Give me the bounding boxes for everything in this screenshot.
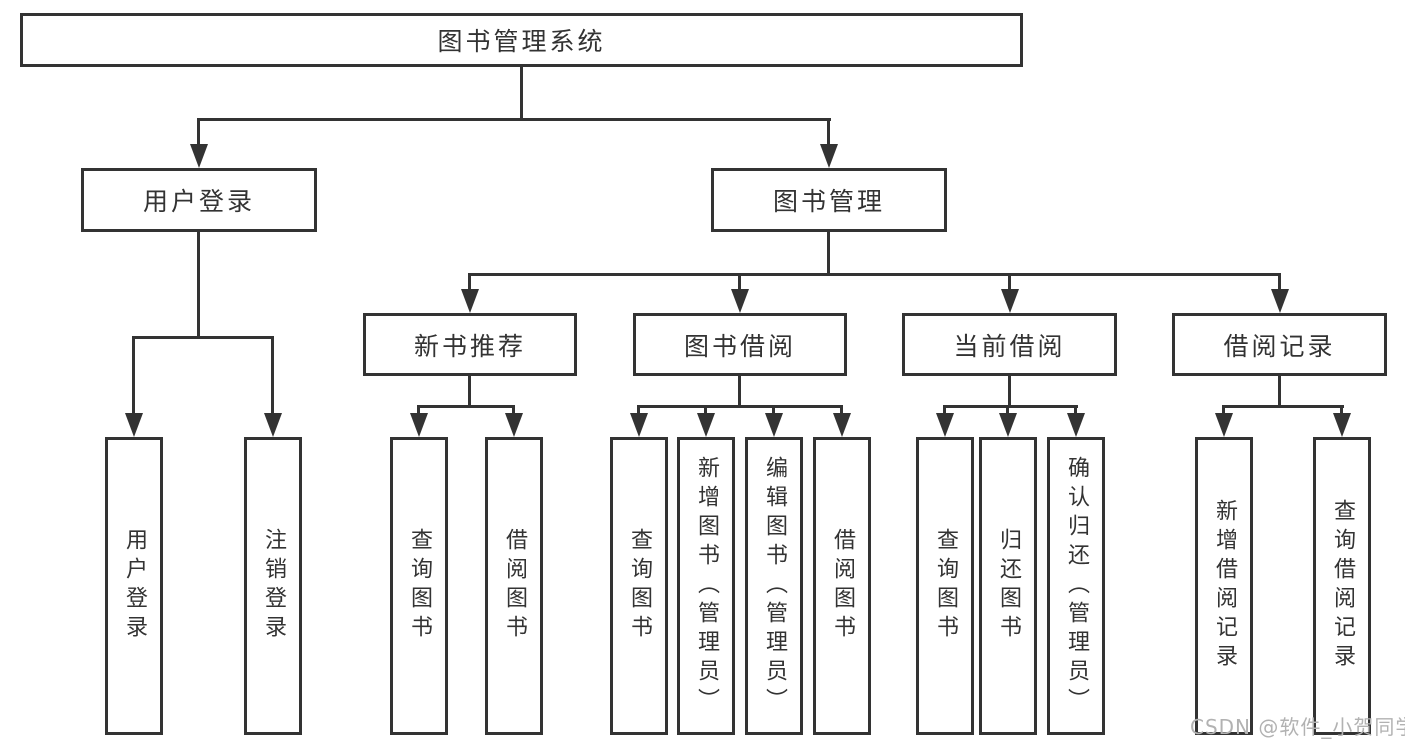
leaf-add-books-admin: 新增图书（管理员）	[677, 437, 735, 735]
drop-line-leaf	[840, 405, 843, 419]
connector-branch-level1	[197, 118, 831, 121]
drop-line-leaf	[772, 405, 775, 419]
connector-trunk-user-login	[197, 232, 200, 336]
leaf-query-books-borrowing: 查询图书	[610, 437, 668, 735]
drop-line-leaf	[1222, 405, 1225, 419]
node-library-system: 图书管理系统	[20, 13, 1023, 67]
connector-branch-new-book-rec	[417, 405, 515, 408]
drop-line-book-mgmt	[827, 118, 830, 150]
leaf-query-books-current: 查询图书	[916, 437, 974, 735]
arrowhead-down	[630, 413, 648, 437]
watermark: CSDN @软件_小贺同学	[1190, 715, 1405, 739]
drop-line-leaf	[637, 405, 640, 419]
arrowhead-down	[264, 413, 282, 437]
arrowhead-down	[1067, 413, 1085, 437]
drop-line-leaf	[417, 405, 420, 419]
arrowhead-down	[410, 413, 428, 437]
drop-line-new-book-rec	[468, 273, 471, 295]
drop-line-leaf	[704, 405, 707, 419]
arrowhead-down	[820, 144, 838, 168]
node-book-management: 图书管理	[711, 168, 947, 232]
connector-trunk-current-borrow	[1008, 376, 1011, 405]
connector-trunk-borrow-record	[1278, 376, 1281, 405]
drop-line-leaf	[271, 336, 274, 419]
node-borrow-records: 借阅记录	[1172, 313, 1387, 376]
leaf-return-books: 归还图书	[979, 437, 1037, 735]
leaf-logout: 注销登录	[244, 437, 302, 735]
drop-line-user-login	[197, 118, 200, 150]
leaf-add-borrow-record: 新增借阅记录	[1195, 437, 1253, 735]
drop-line-leaf	[1074, 405, 1077, 419]
node-current-borrowing: 当前借阅	[902, 313, 1117, 376]
leaf-query-books-recommend: 查询图书	[390, 437, 448, 735]
arrowhead-down	[1271, 289, 1289, 313]
arrowhead-down	[125, 413, 143, 437]
leaf-edit-books-admin: 编辑图书（管理员）	[745, 437, 803, 735]
leaf-confirm-return-admin: 确认归还（管理员）	[1047, 437, 1105, 735]
drop-line-leaf	[1340, 405, 1343, 419]
drop-line-borrow-record	[1278, 273, 1281, 295]
node-new-book-recommend: 新书推荐	[363, 313, 577, 376]
arrowhead-down	[1001, 289, 1019, 313]
leaf-borrow-books-recommend: 借阅图书	[485, 437, 543, 735]
connector-trunk-new-book-rec	[468, 376, 471, 405]
drop-line-leaf	[132, 336, 135, 419]
connector-trunk-book-borrow	[738, 376, 741, 405]
connector-branch-borrow-record	[1222, 405, 1344, 408]
connector-branch-level2	[468, 273, 1281, 276]
connector-branch-user-login	[132, 336, 274, 339]
connector-trunk-book-mgmt	[827, 232, 830, 273]
node-user-login: 用户登录	[81, 168, 317, 232]
arrowhead-down	[697, 413, 715, 437]
connector-trunk-root	[520, 67, 523, 118]
arrowhead-down	[765, 413, 783, 437]
drop-line-book-borrow	[738, 273, 741, 295]
drop-line-current-borrow	[1008, 273, 1011, 295]
arrowhead-down	[190, 144, 208, 168]
leaf-borrow-books-borrowing: 借阅图书	[813, 437, 871, 735]
arrowhead-down	[1215, 413, 1233, 437]
leaf-user-login: 用户登录	[105, 437, 163, 735]
arrowhead-down	[936, 413, 954, 437]
drop-line-leaf	[1006, 405, 1009, 419]
drop-line-leaf	[512, 405, 515, 419]
leaf-query-borrow-record: 查询借阅记录	[1313, 437, 1371, 735]
arrowhead-down	[461, 289, 479, 313]
arrowhead-down	[731, 289, 749, 313]
arrowhead-down	[833, 413, 851, 437]
arrowhead-down	[1333, 413, 1351, 437]
drop-line-leaf	[943, 405, 946, 419]
arrowhead-down	[505, 413, 523, 437]
connector-branch-current-borrow	[943, 405, 1078, 408]
connector-branch-book-borrow	[637, 405, 843, 408]
node-book-borrowing: 图书借阅	[633, 313, 847, 376]
arrowhead-down	[999, 413, 1017, 437]
